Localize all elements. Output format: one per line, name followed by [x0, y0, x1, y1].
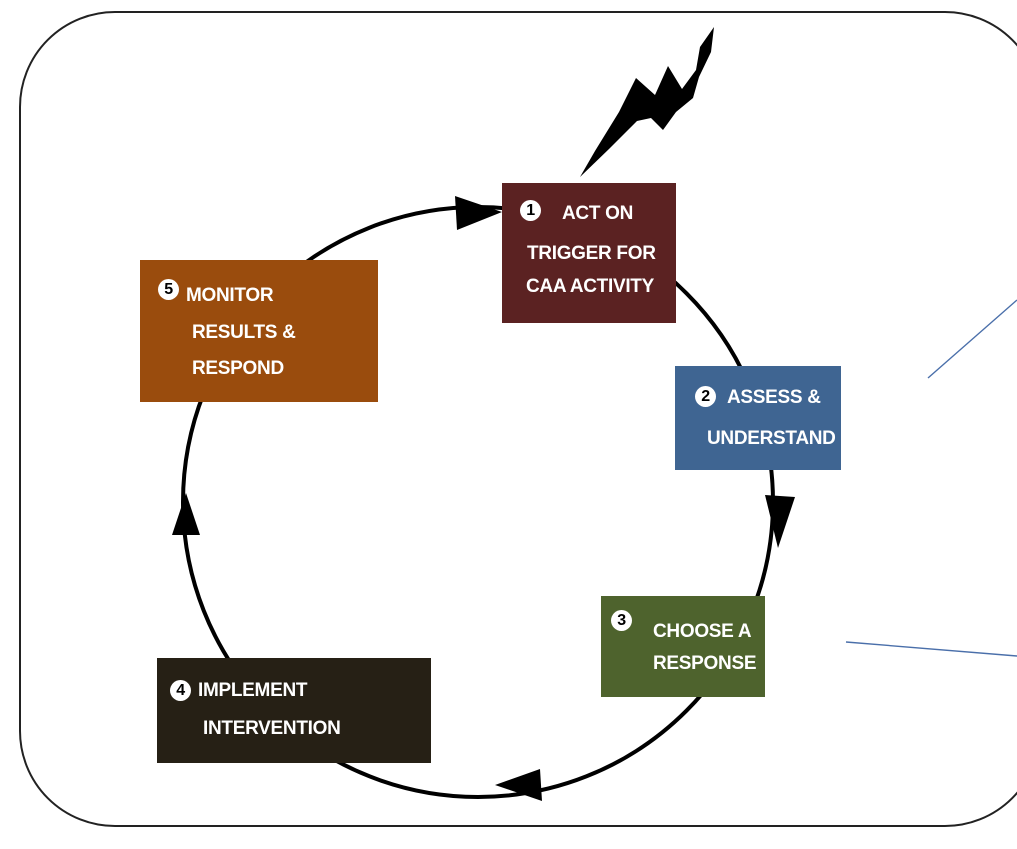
step-5-number: 5 [158, 279, 179, 300]
step-1-number: 1 [520, 200, 541, 221]
step-5-box: 5 MONITOR RESULTS & RESPOND [140, 260, 378, 402]
step-4-label-line1: IMPLEMENT [198, 680, 308, 701]
arrowhead-to-step4 [495, 769, 542, 801]
step-2-number: 2 [695, 386, 716, 407]
step-2-box: 2 ASSESS & UNDERSTAND [675, 366, 841, 470]
callout-line-step2 [927, 299, 1017, 379]
arrowhead-to-step3 [765, 495, 795, 548]
step-3-number: 3 [611, 610, 632, 631]
lightning-bolt-icon [580, 27, 714, 177]
step-4-label-line2: INTERVENTION [203, 718, 341, 739]
arrowhead-to-step5 [172, 493, 200, 535]
arrowhead-to-step1 [455, 196, 502, 230]
step-2-label-line1: ASSESS & [727, 387, 821, 408]
step-1-box: 1 ACT ON TRIGGER FOR CAA ACTIVITY [502, 183, 676, 323]
step-5-label-line1: MONITOR [186, 285, 274, 306]
step-3-box: 3 CHOOSE A RESPONSE [601, 596, 765, 697]
step-1-label-line3: CAA ACTIVITY [526, 276, 654, 297]
step-1-label-line1: ACT ON [562, 203, 634, 224]
step-3-label-line2: RESPONSE [653, 653, 757, 674]
step-5-label-line3: RESPOND [192, 358, 284, 379]
callout-line-step3 [845, 641, 1017, 657]
step-3-label-line1: CHOOSE A [653, 621, 752, 642]
step-4-box: 4 IMPLEMENT INTERVENTION [157, 658, 431, 763]
step-5-label-line2: RESULTS & [192, 322, 296, 343]
step-2-label-line2: UNDERSTAND [707, 428, 836, 449]
step-1-label-line2: TRIGGER FOR [527, 243, 656, 264]
step-4-number: 4 [170, 680, 191, 701]
diagram-frame [19, 11, 1017, 827]
